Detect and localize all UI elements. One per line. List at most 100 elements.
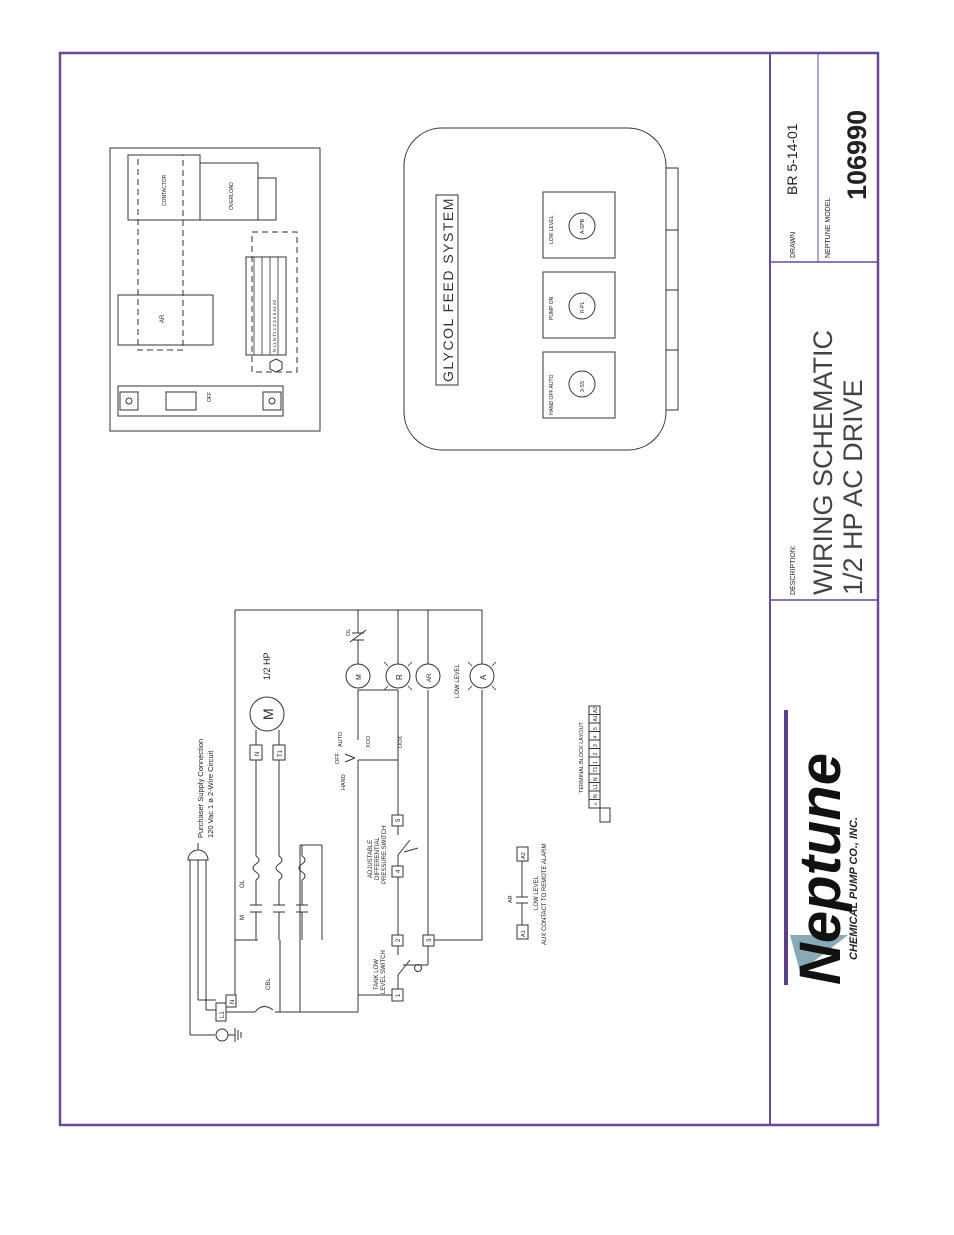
terminal-n-label: N (255, 752, 261, 756)
terminal-n-supply-label: N (230, 1000, 236, 1004)
drawn-label: DRAWN (790, 232, 797, 258)
pressure-label-3: PRESSURE SWITCH (382, 826, 388, 884)
aux-label-1: LOW LEVEL (534, 875, 540, 910)
coil-ar-label: AR (427, 673, 433, 682)
enclosure-layout: CONTACTOR OVERLOAD AR N L1 N T1 1 2 3 4 … (109, 147, 321, 432)
drawing-border (58, 51, 880, 1127)
drawn-value: BR 5-14-01 (784, 123, 800, 195)
disconnect-switch (117, 385, 284, 417)
panel-title-box (435, 194, 459, 386)
hoa-off: OFF (335, 752, 341, 764)
control-panel: GLYCOL FEED SYSTEM HAND OFF AUTO 3-SS PU… (403, 127, 679, 451)
terminal-block-cell-label: N (593, 777, 599, 781)
terminal-block-cell-label: 5 (593, 727, 599, 730)
pressure-label-2: DIFFERENTIAL (375, 837, 381, 880)
disconnect-label: OFF (207, 392, 213, 402)
terminal-1-label: 1 (396, 993, 402, 997)
terminal-strip-dash (251, 231, 298, 373)
terminal-strip-lines (253, 257, 279, 355)
model-number: 106990 (842, 110, 872, 200)
ar-aux-label: AR (508, 895, 514, 903)
coil-m-label: M (356, 674, 363, 680)
terminal-block-cell-label: 4 (593, 736, 599, 739)
terminal-block-cell (588, 705, 601, 715)
disconnect-end-1 (119, 391, 139, 411)
supply-line2: 120 Vac 1 ø 2-Wire Circuit (206, 750, 215, 838)
lamp-a-label: A (479, 674, 488, 680)
terminal-a2 (516, 846, 529, 862)
motor-contacts (250, 904, 308, 913)
cbl-label: CBL (266, 978, 272, 990)
terminal-a2-label: A2 (521, 852, 527, 859)
terminal-3-label: 3 (427, 938, 433, 942)
low-level-code: A-SPB (580, 218, 586, 234)
terminal-block-title: TERMINAL BLOCK LAYOUT (579, 721, 585, 793)
xoo-label: XOO (366, 735, 372, 748)
low-level-label: LOW LEVEL (455, 663, 461, 698)
lamp-r-label: R (395, 674, 404, 680)
terminal-block-cell-label: ⏚ (592, 801, 599, 806)
overload-label: OVERLOAD (229, 182, 235, 210)
hoa-auto: AUTO (338, 731, 344, 747)
lamp-r-rays (383, 661, 413, 691)
low-level-label: LOW LEVEL (549, 215, 555, 244)
logo-brand: Neptune (788, 753, 853, 985)
ar-relay-block (117, 294, 214, 346)
terminal-5-label: 5 (396, 818, 402, 822)
hand-off-auto-code: 3-SS (580, 380, 586, 392)
ar-relay-label: AR (160, 314, 166, 323)
terminal-block-ground-tab (599, 807, 611, 823)
overload-heater-1 (252, 855, 260, 881)
lamp-a-rays (467, 661, 497, 691)
supply-plug-icon (187, 849, 209, 861)
terminal-block-cell-label: A1 (593, 715, 599, 721)
layout-box (109, 147, 321, 432)
hoa-hand: HAND (341, 774, 347, 790)
terminal-t1-label: T1 (278, 749, 284, 757)
terminal-strip-ground (269, 358, 283, 373)
terminal-2-label: 2 (396, 938, 402, 942)
ol-contact-label: OL (346, 629, 352, 636)
low-level-light (542, 191, 616, 259)
disconnect-screw-2 (268, 397, 276, 405)
description-label: DESCRIPTION: (790, 545, 797, 595)
pressure-label-1: ADJUSTABLE (368, 840, 374, 878)
terminal-a1-label: A1 (521, 930, 527, 937)
hand-off-auto-knob (568, 370, 596, 398)
contactor-dash-outline (137, 154, 184, 351)
hoa-selector-icon (344, 753, 356, 763)
tank-low-label-1: TANK LOW (374, 959, 380, 990)
drawing-title-line1: WIRING SCHEMATIC (808, 330, 838, 595)
terminal-block-cell-label: 1 (593, 761, 599, 764)
terminal-l1-label: L1 (220, 1011, 226, 1018)
contactor-label: CONTACTOR (162, 174, 168, 206)
disconnect-handle (165, 391, 197, 411)
overload-terminal (257, 177, 277, 221)
ground-terminal-icon (215, 1028, 229, 1042)
terminal-4-label: 4 (396, 869, 402, 873)
logo-triangle (790, 935, 848, 972)
m-contact-label: M (240, 915, 246, 920)
terminal-n-supply (225, 994, 237, 1008)
ol-label: OL (240, 879, 246, 888)
motor-rating: 1/2 HP (262, 652, 272, 680)
terminal-block-cell-label: A2 (593, 707, 599, 713)
panel-title: GLYCOL FEED SYSTEM (440, 197, 456, 382)
oox-label: OOX (398, 735, 404, 748)
disconnect-screw-1 (125, 397, 133, 405)
motor-symbol (249, 696, 285, 732)
overload-heater-3 (298, 855, 306, 881)
hand-off-auto-switch (542, 351, 616, 419)
hand-off-auto-label: HAND OFF AUTO (549, 374, 555, 415)
terminal-block-cell-label: N (593, 794, 599, 798)
motor-label: M (260, 708, 276, 720)
drawing-title-line2: 1/2 HP AC DRIVE (838, 379, 868, 595)
low-level-lamp (568, 212, 596, 240)
aux-label-2: AUX CONTACT TO REMOTE ALARM (542, 843, 548, 945)
terminal-block-cell-label: T1 (593, 766, 599, 772)
pressure-switch-icon (397, 839, 411, 856)
pump-on-code: R-PL (580, 301, 586, 313)
neptune-logo: Neptune CHEMICAL PUMP CO., INC. (784, 710, 860, 985)
terminal-block-cell-label: 2 (593, 753, 599, 756)
